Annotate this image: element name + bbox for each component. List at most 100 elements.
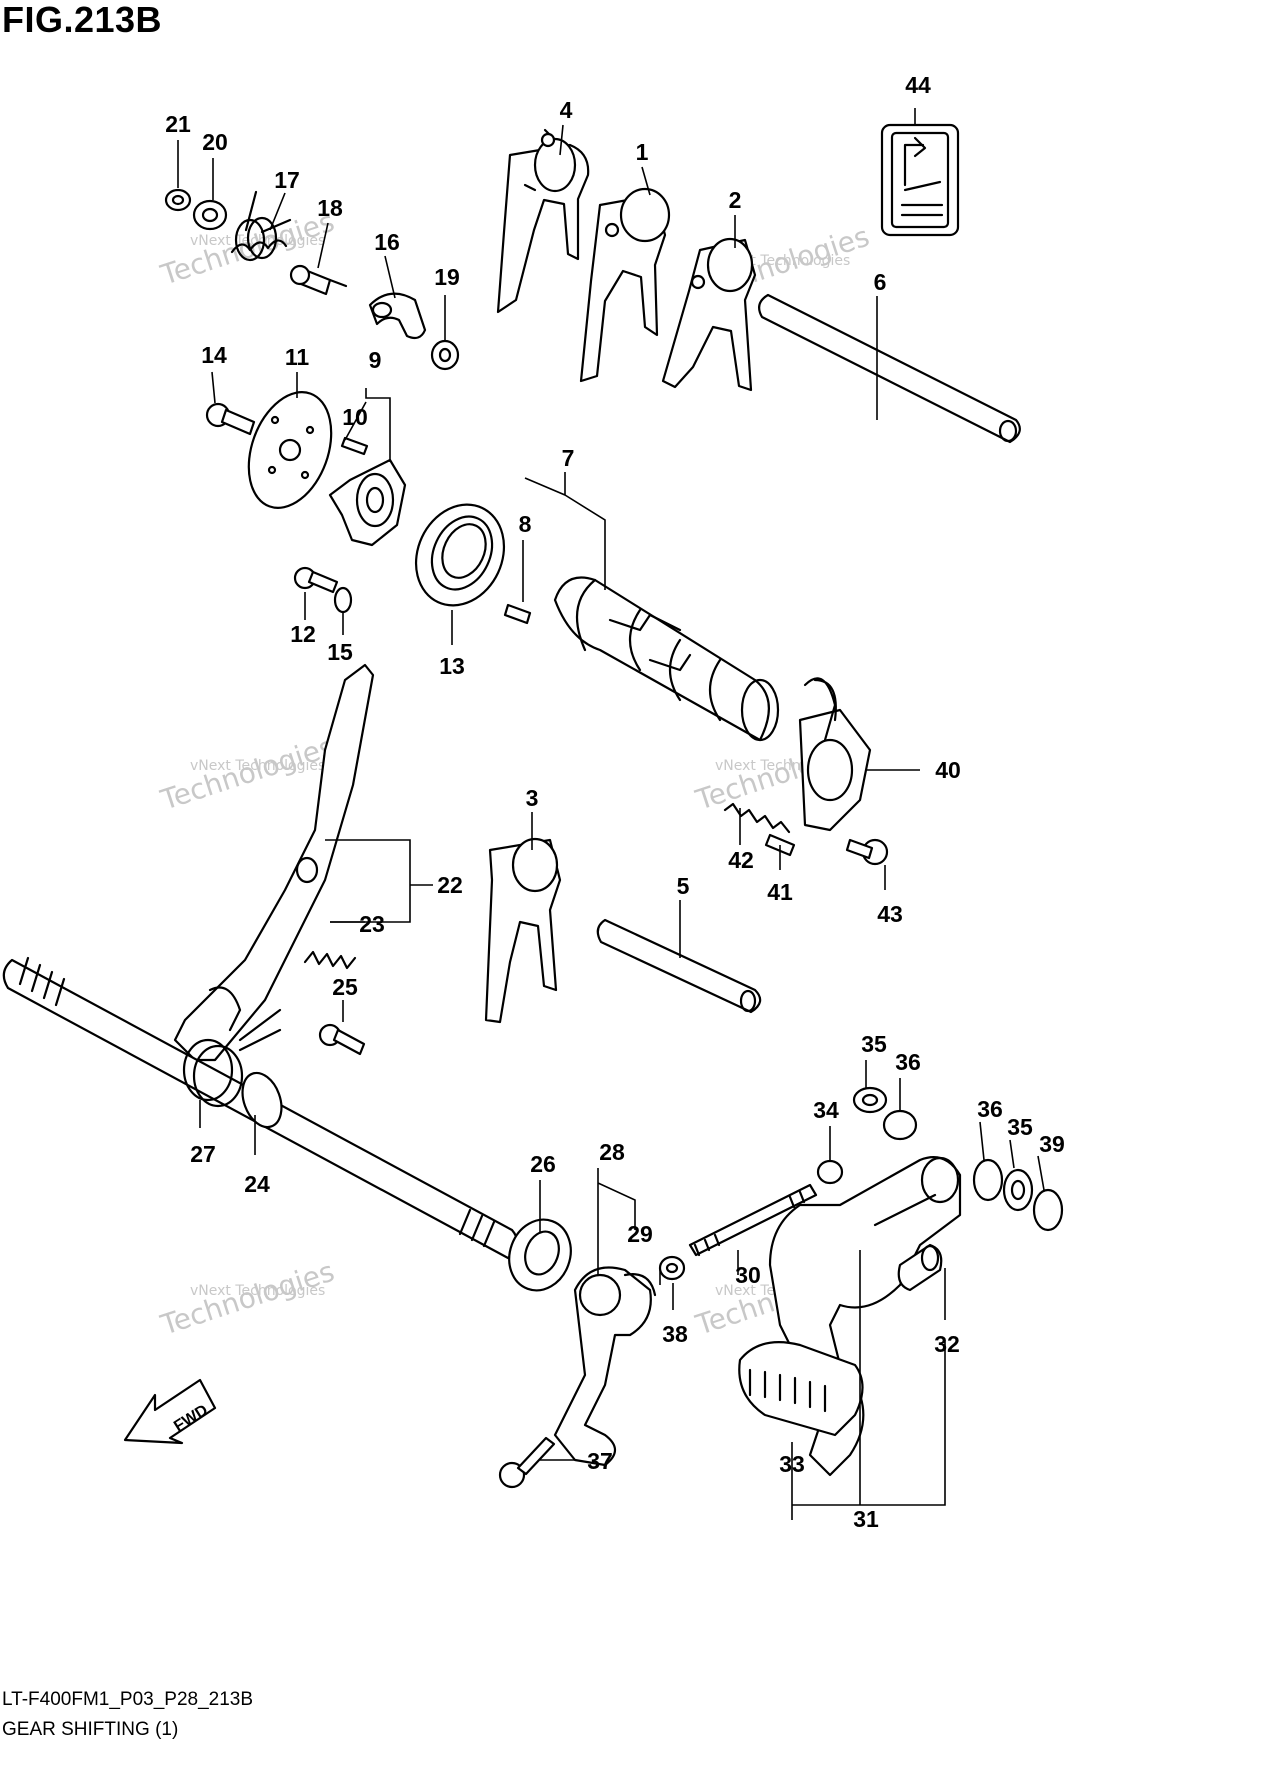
part-rubber-33 — [738, 1341, 864, 1437]
callout-20: 20 — [202, 129, 228, 155]
callout-6: 6 — [874, 269, 887, 295]
figure-title: FIG.213B — [2, 0, 163, 40]
callout-34: 34 — [813, 1097, 839, 1123]
watermark-text: vNext Technologies — [190, 233, 325, 249]
part-label-44 — [880, 123, 960, 237]
callout-23: 23 — [359, 911, 385, 937]
callout-15: 15 — [327, 639, 353, 665]
part-spring-42 — [723, 802, 791, 834]
part-bolt-12 — [293, 566, 339, 594]
callout-37: 37 — [587, 1448, 613, 1474]
callout-21: 21 — [165, 111, 191, 137]
callout-11: 11 — [285, 344, 310, 370]
callout-13: 13 — [439, 653, 465, 679]
part-fork-2 — [661, 237, 757, 392]
part-nut-21 — [164, 188, 192, 212]
part-circlip-39 — [1032, 1188, 1064, 1232]
callout-24: 24 — [244, 1171, 270, 1197]
callout-26: 26 — [530, 1151, 556, 1177]
callout-8: 8 — [519, 511, 532, 537]
part-plate-11 — [247, 391, 333, 509]
figure-code: LT-F400FM1_P03_P28_213B — [2, 1689, 254, 1710]
part-bolt-25 — [318, 1023, 366, 1056]
callout-41: 41 — [767, 879, 793, 905]
part-drum-7 — [553, 576, 780, 742]
part-pin-8 — [503, 603, 532, 625]
part-spring-27 — [182, 1008, 282, 1108]
part-pin-10 — [340, 436, 369, 456]
part-washer-19 — [430, 339, 460, 371]
part-cam-9 — [328, 458, 407, 547]
part-rod-30 — [688, 1183, 818, 1257]
part-bolt-43 — [845, 838, 889, 866]
part-lever-28 — [553, 1266, 657, 1467]
leader-lines — [177, 108, 1045, 1520]
callout-35-upper: 35 — [861, 1031, 887, 1057]
parts-diagram: vNext Technologies Technologies vNext Te… — [2, 72, 1065, 1532]
callout-27: 27 — [190, 1141, 216, 1167]
part-nut-34 — [816, 1159, 844, 1185]
part-bolt-32 — [897, 1243, 943, 1292]
part-washer-15 — [333, 586, 353, 614]
part-switch-40 — [798, 677, 872, 832]
part-bolt-14 — [205, 402, 256, 436]
watermark-text: vNext Technologies — [190, 1283, 325, 1299]
callout-12: 12 — [290, 621, 316, 647]
part-nut-38 — [658, 1255, 686, 1281]
fwd-arrow-icon: FWD — [123, 1378, 217, 1445]
callout-43: 43 — [877, 901, 903, 927]
part-shaft-5 — [596, 918, 762, 1014]
watermark-text: vNext Technologies — [190, 758, 325, 774]
part-washer-36-upper — [882, 1109, 918, 1141]
callout-10: 10 — [342, 404, 368, 430]
callout-39: 39 — [1039, 1131, 1065, 1157]
callout-3: 3 — [526, 785, 539, 811]
callout-36-upper: 36 — [895, 1049, 921, 1075]
callout-22: 22 — [437, 872, 463, 898]
part-washer-35-lower — [1002, 1168, 1034, 1212]
callout-14: 14 — [201, 342, 227, 368]
part-washer-36-lower — [972, 1158, 1004, 1202]
part-fork-4 — [496, 128, 590, 314]
callout-44: 44 — [905, 72, 931, 98]
callout-28: 28 — [599, 1139, 625, 1165]
figure-caption: GEAR SHIFTING (1) — [2, 1719, 179, 1740]
callout-42: 42 — [728, 847, 754, 873]
callout-7: 7 — [562, 445, 575, 471]
callout-2: 2 — [729, 187, 742, 213]
part-bearing-26 — [508, 1218, 572, 1292]
callout-29: 29 — [627, 1221, 653, 1247]
part-pedal-31 — [768, 1156, 962, 1477]
figure-footer: LT-F400FM1_P03_P28_213B GEAR SHIFTING (1… — [2, 1685, 253, 1745]
part-stopper-16 — [368, 292, 427, 340]
callout-16: 16 — [374, 229, 400, 255]
part-fork-1 — [579, 187, 671, 383]
callout-32: 32 — [934, 1331, 960, 1357]
callout-numbers: 1 2 3 4 5 6 7 8 9 10 11 12 13 14 15 16 1… — [165, 72, 1065, 1532]
part-bolt-37 — [498, 1436, 556, 1489]
callout-33: 33 — [779, 1451, 805, 1477]
part-spring-17 — [230, 190, 292, 262]
callout-5: 5 — [677, 873, 690, 899]
part-shaft-6 — [757, 293, 1021, 444]
callout-19: 19 — [434, 264, 460, 290]
part-spring-23 — [303, 950, 357, 970]
callout-36-lower: 36 — [977, 1096, 1003, 1122]
callout-4: 4 — [560, 97, 573, 123]
callout-9: 9 — [369, 347, 382, 373]
callout-30: 30 — [735, 1262, 761, 1288]
part-washer-20 — [192, 199, 228, 231]
part-arm-22 — [173, 663, 375, 1062]
callout-38: 38 — [662, 1321, 688, 1347]
callout-18: 18 — [317, 195, 343, 221]
part-bearing-13 — [414, 503, 506, 607]
callout-31: 31 — [853, 1506, 879, 1532]
callout-1: 1 — [636, 139, 649, 165]
part-washer-35-upper — [852, 1086, 888, 1114]
callout-17: 17 — [274, 167, 300, 193]
callout-35-lower: 35 — [1007, 1114, 1033, 1140]
part-bolt-18 — [289, 264, 348, 296]
callout-40: 40 — [935, 757, 961, 783]
callout-25: 25 — [332, 974, 358, 1000]
part-fork-3 — [484, 837, 562, 1024]
